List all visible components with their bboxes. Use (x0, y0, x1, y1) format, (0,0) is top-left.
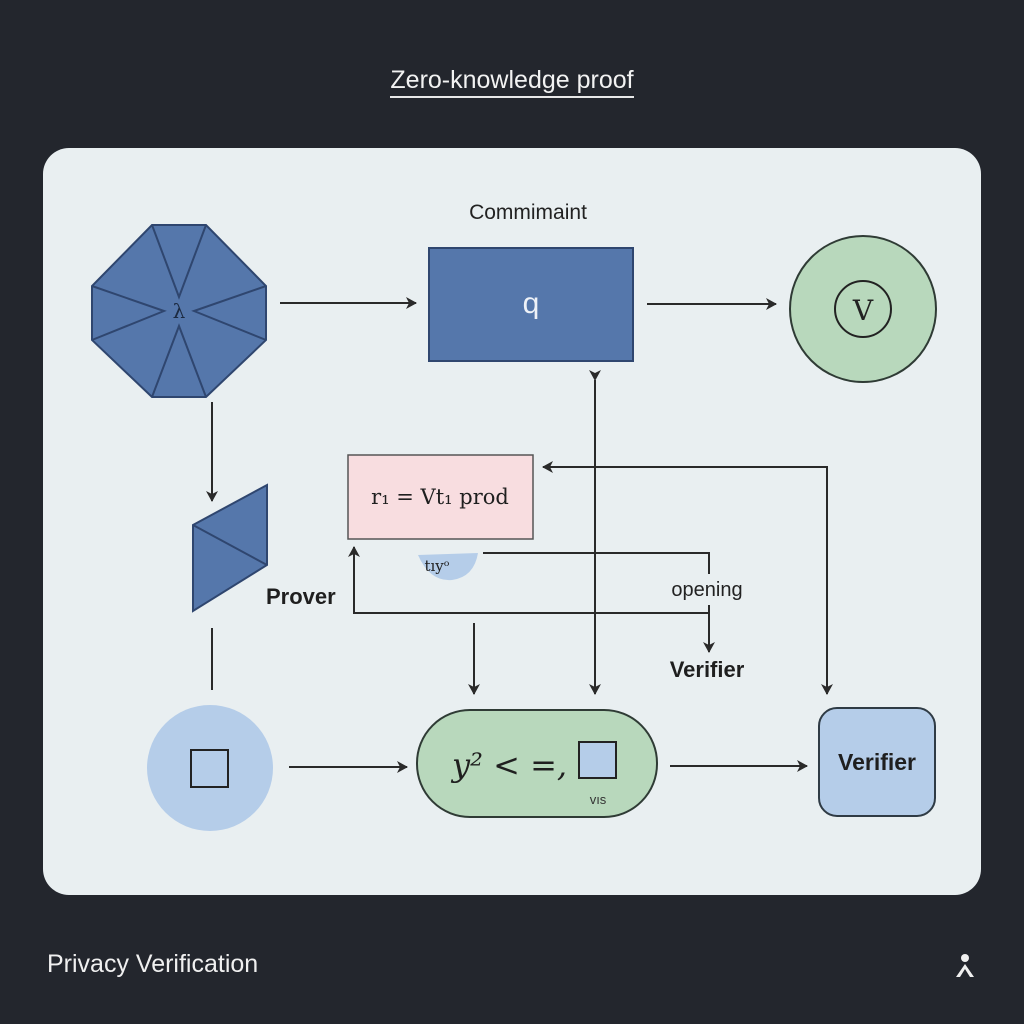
person-logo-icon (956, 954, 974, 977)
small-note-blob: tıyᵒ (418, 553, 478, 581)
connector-note-to-opening (483, 552, 710, 574)
footer-title: Privacy Verification (47, 950, 259, 978)
verifier-box-node: Verifier (818, 707, 936, 817)
check-pill-node: y² < =, vıs (416, 709, 658, 818)
input-circle-node (147, 705, 273, 831)
page-title: Zero-knowledge proof (0, 66, 1024, 98)
verifier-mid-label: Verifier (670, 657, 745, 682)
source-symbol: λ (173, 299, 186, 323)
verify-circle-node: V (789, 235, 937, 383)
equation-box: r₁ = Vt₁ prod (347, 454, 534, 540)
opening-label: opening (671, 579, 742, 601)
prover-prism-shape (192, 483, 268, 613)
check-subscript: vıs (590, 792, 607, 807)
commit-symbol: q (523, 287, 540, 320)
verifier-box-label: Verifier (838, 749, 916, 775)
verify-symbol: V (852, 294, 874, 327)
prover-label: Prover (266, 584, 336, 609)
commitment-box: q (428, 247, 634, 362)
source-octagon-node: λ (91, 224, 267, 398)
commitment-label: Commimaint (469, 201, 587, 224)
small-note-text: tıyᵒ (424, 557, 449, 575)
equation-text: r₁ = Vt₁ prod (371, 485, 509, 509)
page-title-text: Zero-knowledge proof (390, 66, 634, 98)
arrow-loop-to-equation (348, 546, 710, 614)
check-expression: y² < =, (450, 746, 567, 784)
